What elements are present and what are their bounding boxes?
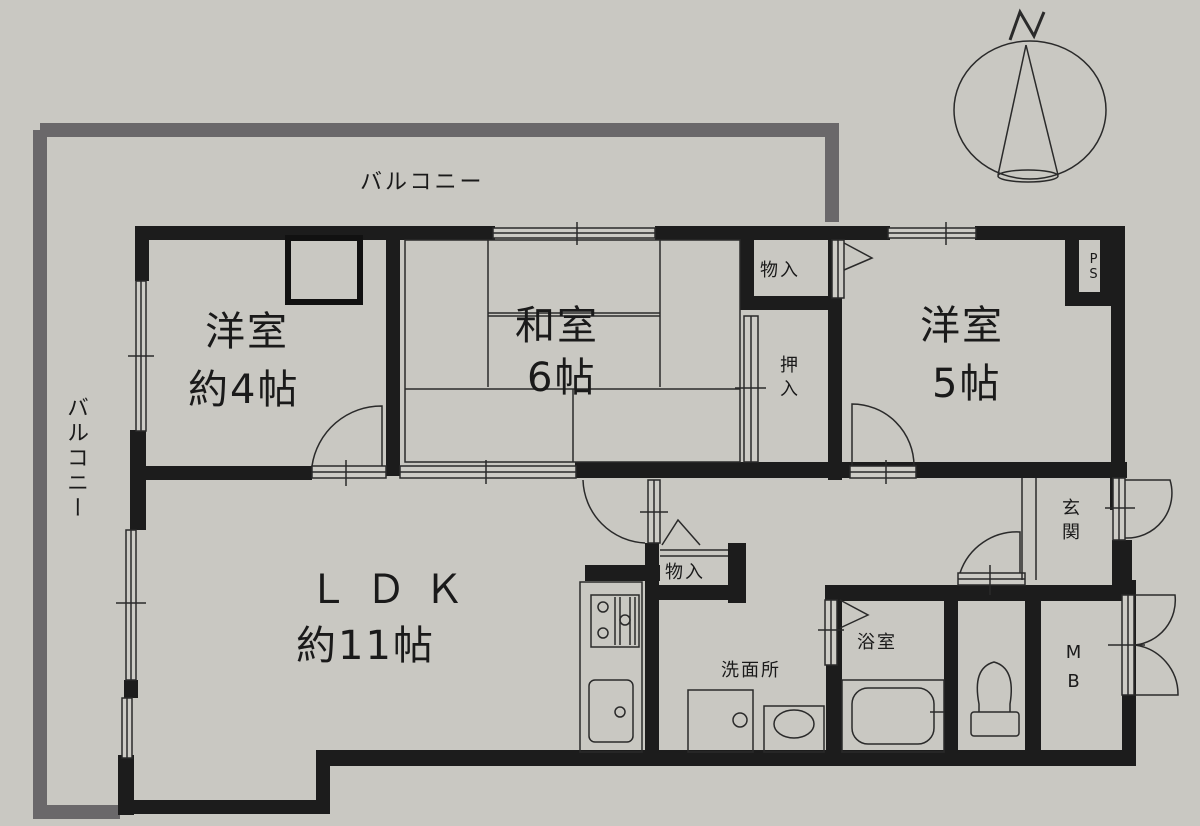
tatami-mats	[404, 239, 741, 463]
entrance-label: 玄関	[1059, 498, 1080, 546]
balcony-label-top: バルコニー	[360, 170, 485, 195]
room-ldk-name: ＬＤＫ	[308, 567, 482, 613]
balcony-railing	[33, 123, 839, 819]
exterior-walls	[118, 226, 1136, 815]
kitchen-counter	[579, 581, 643, 753]
room-western-2-name: 洋室	[920, 303, 1004, 349]
pipe-space-label: PS	[1086, 252, 1101, 282]
storage-hall-label: 物入	[665, 562, 705, 583]
room-western-2-size: 5帖	[932, 361, 1002, 407]
balcony-label-left: バルコニー	[63, 396, 88, 521]
pillar-box	[285, 235, 363, 305]
washroom-label: 洗面所	[721, 660, 781, 681]
closet-label: 押入	[777, 355, 798, 403]
north-arrow-icon	[953, 8, 1107, 183]
meter-box-label: MB	[1063, 642, 1084, 700]
room-western-1-name: 洋室	[205, 309, 289, 355]
bathroom-label: 浴室	[857, 632, 897, 653]
room-japanese-size: 6帖	[527, 355, 597, 401]
room-western-1-size: 約4帖	[188, 367, 300, 413]
room-japanese-name: 和室	[515, 303, 599, 349]
washroom-fixtures	[687, 661, 1020, 753]
windows	[116, 222, 977, 759]
sliding-doors	[311, 239, 1145, 696]
door-swings	[311, 242, 1179, 696]
room-ldk-size: 約11帖	[296, 623, 435, 669]
storage-top-label: 物入	[760, 260, 800, 281]
